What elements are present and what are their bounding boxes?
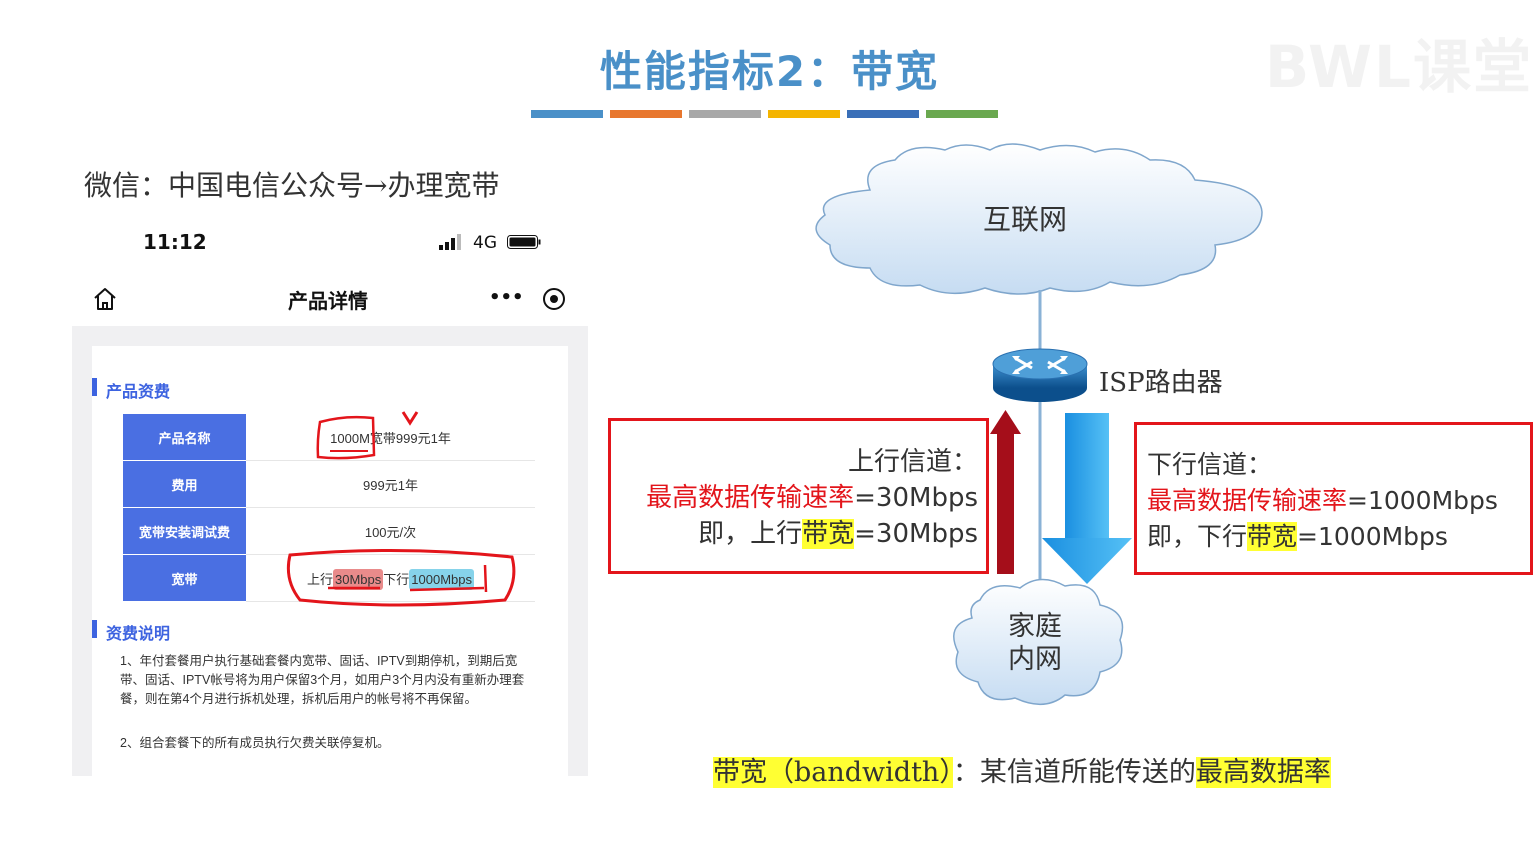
fee-label: 费用 <box>123 460 246 508</box>
internet-cloud <box>815 143 1263 295</box>
table-row: 费用 999元1年 <box>123 460 535 508</box>
eq-prefix: 即，下行 <box>1147 522 1248 551</box>
status-time: 11:12 <box>143 230 207 254</box>
bandwidth-highlight: 带宽 <box>802 519 855 549</box>
signal-icon <box>439 234 461 250</box>
fee-value: 100元/次 <box>246 507 535 555</box>
downlink-arrow <box>1042 413 1132 584</box>
fees-section-title: 产品资费 <box>106 382 171 401</box>
bandwidth-highlight: 带宽 <box>1247 522 1298 551</box>
battery-icon <box>507 235 541 249</box>
definition-term: 带宽（bandwidth） <box>713 757 953 788</box>
rate-label: 最高数据传输速率 <box>1147 486 1348 515</box>
rate-value: =30Mbps <box>854 483 978 513</box>
color-bar <box>926 110 998 118</box>
eq-prefix: 即，上行 <box>698 519 803 549</box>
downlink-box <box>1134 422 1533 575</box>
definition-end: 最高数据率 <box>1195 757 1331 788</box>
router-label: ISP路由器 <box>1099 368 1223 398</box>
uplink-heading: 上行信道： <box>847 447 978 477</box>
uplink-text: 上行信道： 最高数据传输速率=30Mbps 即，上行带宽=30Mbps <box>612 444 978 552</box>
section-marker <box>92 620 97 638</box>
color-bar <box>768 110 840 118</box>
color-bar <box>610 110 682 118</box>
network-type: 4G <box>473 233 497 253</box>
home-label-line: 内网 <box>1008 644 1062 675</box>
more-icon[interactable]: ••• <box>489 287 524 308</box>
notes-section-title: 资费说明 <box>106 624 171 643</box>
home-network-label: 家庭 内网 <box>985 610 1085 676</box>
wechat-path: 微信：中国电信公众号→办理宽带 <box>84 169 500 202</box>
target-icon[interactable] <box>541 286 567 312</box>
page-title: 产品详情 <box>288 289 368 313</box>
home-label-line: 家庭 <box>1008 611 1062 642</box>
color-bar <box>689 110 761 118</box>
fee-label: 宽带安装调试费 <box>123 507 246 555</box>
downlink-text: 下行信道： 最高数据传输速率=1000Mbps 即，下行带宽=1000Mbps <box>1147 447 1525 555</box>
up-value-tag: 30Mbps <box>333 568 384 590</box>
color-bars <box>531 110 998 118</box>
slide-title: 性能指标2：带宽 <box>599 47 940 96</box>
section-marker <box>92 378 97 396</box>
router-icon <box>992 348 1088 402</box>
definition-middle: ：某信道所能传送的 <box>952 757 1196 788</box>
fee-value: 999元1年 <box>246 460 535 508</box>
bandwidth-definition: 带宽（bandwidth）：某信道所能传送的最高数据率 <box>713 750 1331 789</box>
eq-value: =1000Mbps <box>1297 522 1448 551</box>
fee-label: 宽带 <box>123 554 246 602</box>
rate-value: =1000Mbps <box>1347 486 1498 515</box>
table-row: 宽带安装调试费 100元/次 <box>123 507 535 555</box>
uplink-box <box>608 418 989 574</box>
home-network-cloud <box>953 578 1124 705</box>
downlink-bandwidth: 即，下行带宽=1000Mbps <box>1147 519 1525 555</box>
fee-value: 1000M宽带999元1年 <box>246 414 535 461</box>
fee-note: 2、组合套餐下的所有成员执行欠费关联停复机。 <box>120 736 390 750</box>
fee-note: 1、年付套餐用户执行基础套餐内宽带、固话、IPTV到期停机，到期后宽带、固话、I… <box>120 654 525 706</box>
down-label: 下行 <box>383 571 410 587</box>
rate-label: 最高数据传输速率 <box>646 483 855 513</box>
internet-label: 互联网 <box>982 203 1067 236</box>
eq-value: =30Mbps <box>854 519 978 549</box>
uplink-rate: 最高数据传输速率=30Mbps <box>612 480 978 516</box>
up-label: 上行 <box>307 571 334 587</box>
watermark: BWL课堂 <box>1265 33 1533 101</box>
downlink-rate: 最高数据传输速率=1000Mbps <box>1147 483 1525 519</box>
uplink-bandwidth: 即，上行带宽=30Mbps <box>612 516 978 552</box>
table-row: 产品名称 1000M宽带999元1年 <box>123 414 535 461</box>
downlink-heading: 下行信道： <box>1147 450 1273 479</box>
fees-table: 产品名称 1000M宽带999元1年 费用 999元1年 宽带安装调试费 100… <box>123 414 535 602</box>
color-bar <box>531 110 603 118</box>
fee-label: 产品名称 <box>123 414 246 461</box>
network-diagram <box>815 143 1263 705</box>
down-value-tag: 1000Mbps <box>409 568 474 590</box>
home-icon[interactable] <box>92 286 118 312</box>
uplink-arrow <box>990 410 1021 574</box>
color-bar <box>847 110 919 118</box>
